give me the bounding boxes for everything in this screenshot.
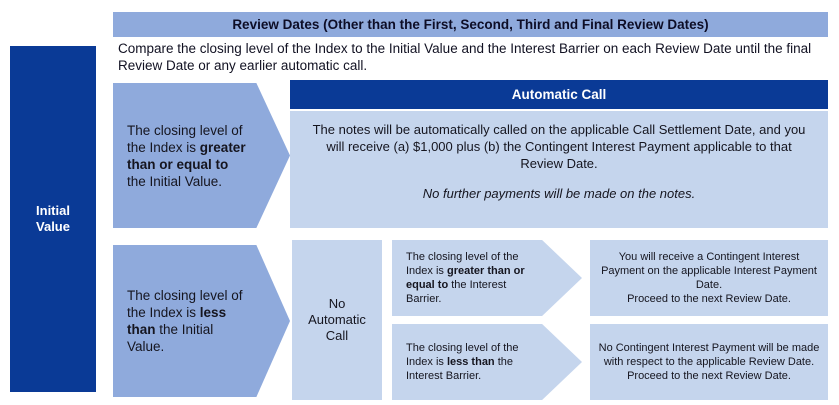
initial-value-label: Initial Value: [36, 203, 70, 234]
automatic-call-body-text: The notes will be automatically called o…: [312, 122, 806, 171]
no-automatic-call-label: No Automatic Call: [308, 296, 366, 343]
branch-text-suffix: the Initial Value.: [127, 322, 214, 354]
outcome-interest-paid: You will receive a Contingent Interest P…: [590, 240, 828, 316]
automatic-call-note: No further payments will be made on the …: [422, 186, 696, 201]
automatic-call-header: Automatic Call: [290, 80, 828, 109]
outcome-no-interest: No Contingent Interest Payment will be m…: [590, 324, 828, 400]
branch-greater-or-equal-initial: The closing level of the Index is greate…: [113, 83, 290, 228]
branch-text-prefix: The closing level of the Index is: [406, 342, 519, 368]
branch-text-bold: greater than or equal to: [406, 265, 525, 291]
branch-text-suffix: the Interest Barrier.: [406, 356, 514, 382]
branch-text-prefix: The closing level of the Index is: [127, 288, 243, 320]
branch-text-bold: less than: [127, 305, 227, 337]
automatic-call-body: The notes will be automatically called o…: [290, 111, 828, 228]
no-automatic-call-box: No Automatic Call: [292, 240, 382, 400]
review-dates-title: Review Dates (Other than the First, Seco…: [232, 17, 709, 32]
outcome-interest-paid-text: You will receive a Contingent Interest P…: [601, 251, 817, 305]
review-dates-description: Compare the closing level of the Index t…: [118, 41, 812, 73]
branch-greater-or-equal-barrier-text: The closing level of the Index is greate…: [406, 250, 538, 306]
branch-text-suffix: the Initial Value.: [127, 173, 223, 189]
branch-greater-or-equal-barrier: The closing level of the Index is greate…: [392, 240, 582, 316]
branch-less-than-barrier-text: The closing level of the Index is less t…: [406, 341, 538, 383]
branch-less-than-barrier: The closing level of the Index is less t…: [392, 324, 582, 400]
branch-less-than-initial: The closing level of the Index is less t…: [113, 245, 290, 397]
branch-text-prefix: The closing level of the Index is: [127, 122, 243, 155]
outcome-no-interest-text: No Contingent Interest Payment will be m…: [598, 342, 820, 382]
review-dates-header: Review Dates (Other than the First, Seco…: [113, 12, 828, 37]
branch-text-prefix: The closing level of the Index is: [406, 251, 519, 277]
branch-greater-or-equal-initial-text: The closing level of the Index is greate…: [127, 122, 250, 190]
automatic-call-title: Automatic Call: [511, 87, 607, 102]
branch-text-bold: greater than or equal to: [127, 139, 246, 172]
branch-text-bold: less than: [446, 356, 495, 368]
initial-value-box: Initial Value: [10, 46, 96, 392]
branch-text-suffix: the Interest Barrier.: [406, 279, 507, 305]
branch-less-than-initial-text: The closing level of the Index is less t…: [127, 287, 250, 355]
